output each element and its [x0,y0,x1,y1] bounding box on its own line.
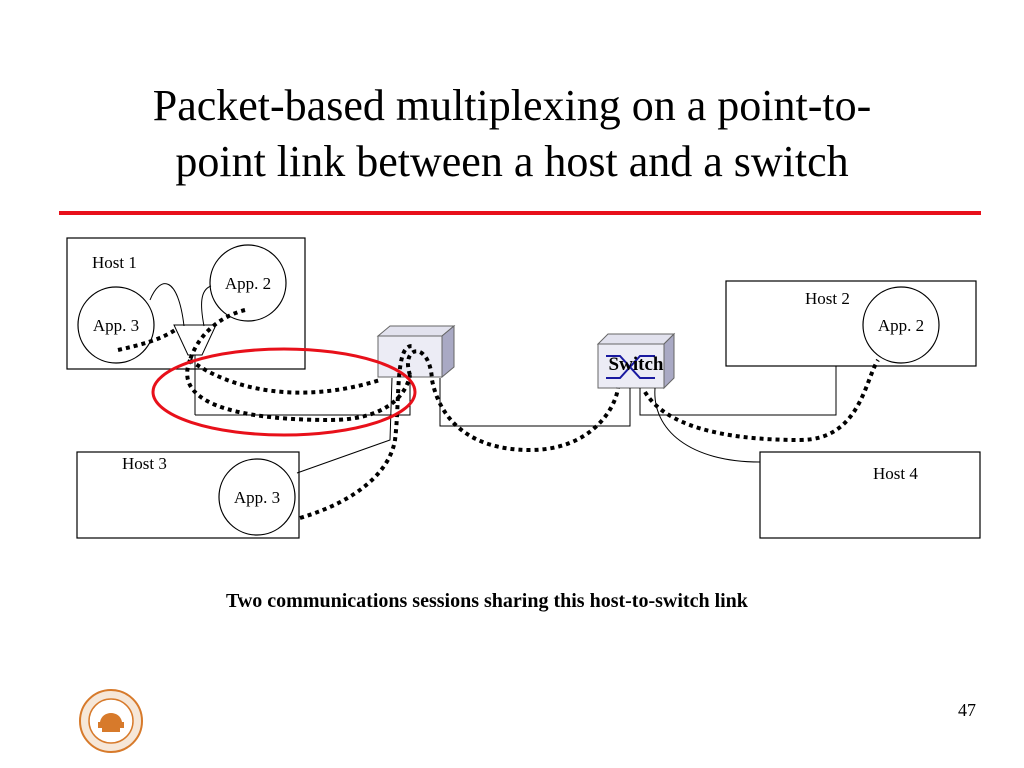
host-4-label: Host 4 [873,464,918,483]
host-3-label: Host 3 [122,454,167,473]
switch-icon [606,355,655,379]
host-2: Host 2 App. 2 [725,280,977,367]
host-1-label: Host 1 [92,253,137,272]
page-number: 47 [958,700,976,720]
title-line-1: Packet-based multiplexing on a point-to- [152,81,872,130]
host-1-app-3-label: App. 3 [93,316,139,335]
first-switch-box [376,324,456,379]
slide-title: Packet-based multiplexing on a point-to-… [60,78,964,190]
host-2-app-2-label: App. 2 [878,316,924,335]
session-paths [117,308,880,520]
host-3-app-3 [218,458,296,536]
switch-label: Switch [609,354,664,375]
host-1-app-2-label: App. 2 [225,274,271,293]
highlight-ellipse [151,347,417,437]
university-seal-logo [79,689,143,753]
title-line-2: point link between a host and a switch [175,137,849,186]
host-2-app-2 [862,286,940,364]
host-1: Host 1 App. 2 App. 3 [66,237,306,415]
title-underline [59,211,981,215]
multiplexer-icon [173,324,217,356]
host-2-label: Host 2 [805,289,850,308]
diagram-caption: Two communications sessions sharing this… [226,590,748,612]
host-4: Host 4 [759,451,981,539]
links [195,366,837,474]
host-3: Host 3 App. 3 [76,451,300,539]
switch: Switch [596,332,676,390]
host-3-app-3-label: App. 3 [234,488,280,507]
host-1-app-2 [209,244,287,322]
